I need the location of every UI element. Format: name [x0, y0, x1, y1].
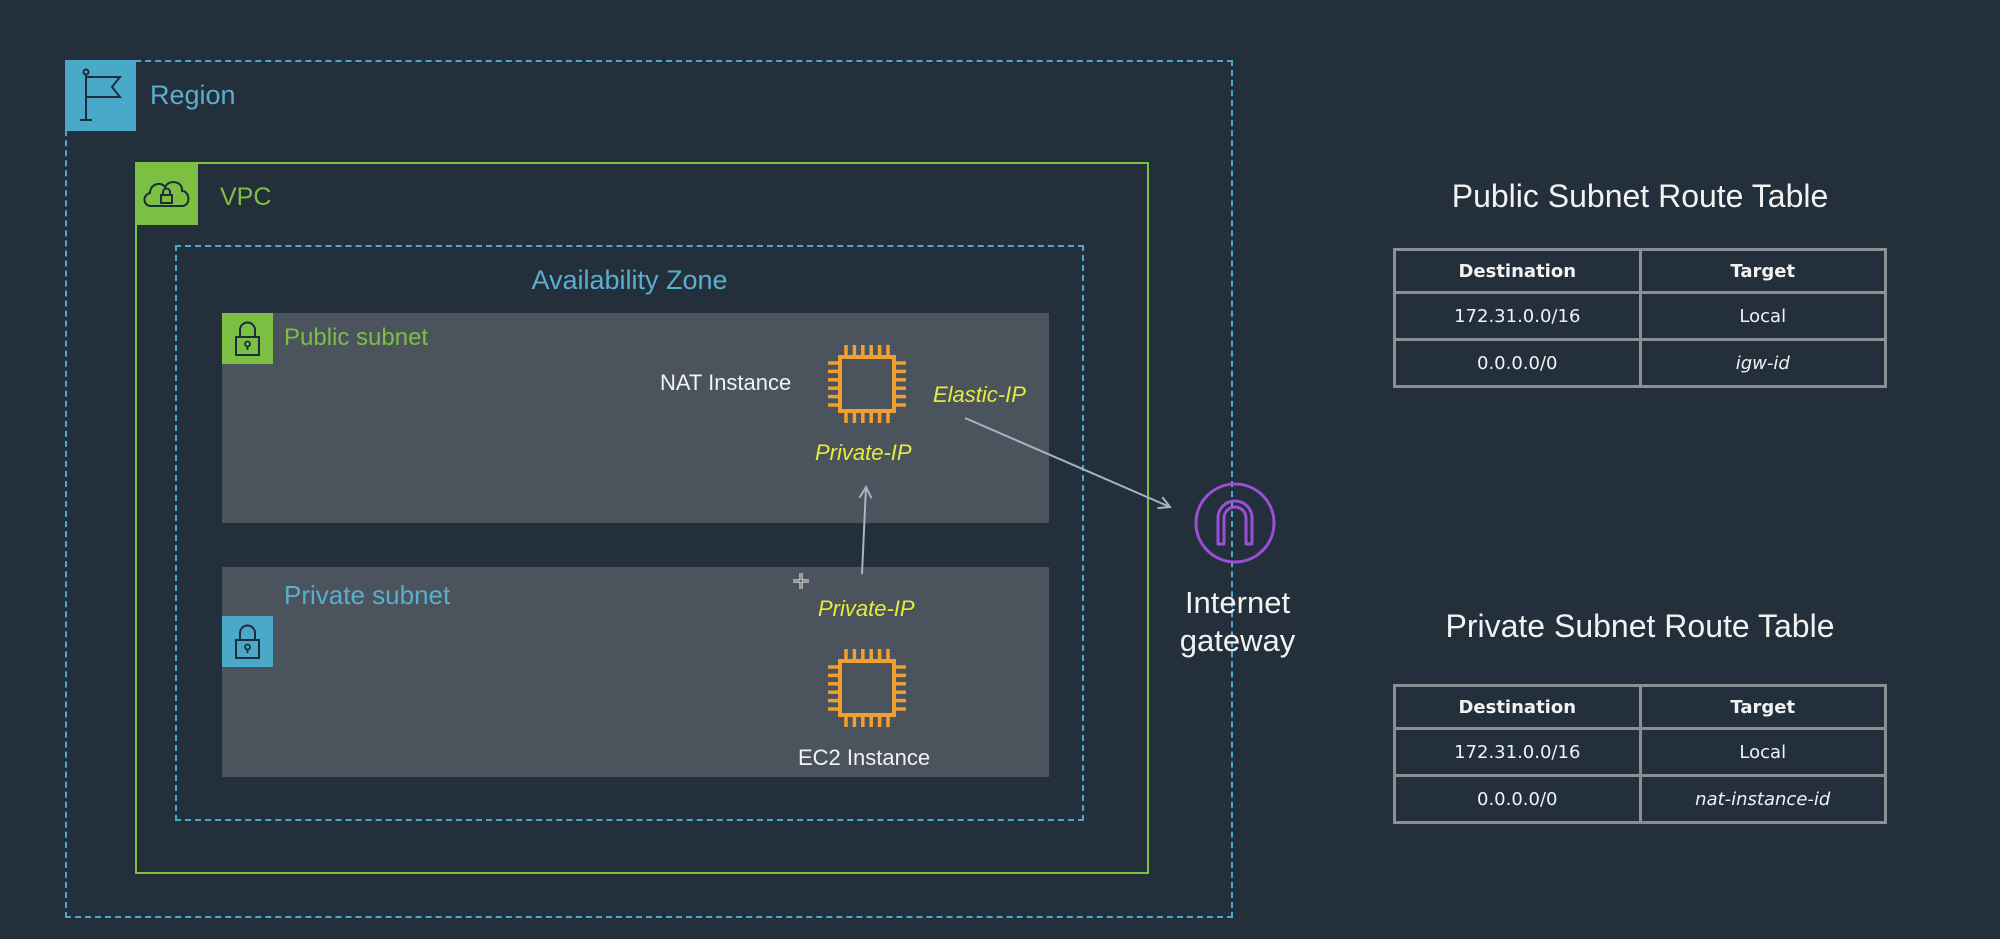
public-subnet-badge [222, 313, 273, 364]
padlock-icon [235, 624, 260, 659]
region-container [65, 60, 1233, 918]
vpc-badge [135, 162, 198, 225]
target-header: Target [1638, 684, 1887, 730]
table-row: 0.0.0.0/0 igw-id [1393, 338, 1887, 388]
table-row: 0.0.0.0/0 nat-instance-id [1393, 774, 1887, 824]
cloud-lock-icon [143, 181, 190, 207]
target-cell: Local [1638, 291, 1887, 341]
target-cell: Local [1638, 727, 1887, 777]
destination-cell: 172.31.0.0/16 [1393, 727, 1642, 777]
destination-header: Destination [1393, 684, 1642, 730]
private-subnet-badge [222, 616, 273, 667]
availability-zone-container [175, 245, 1084, 821]
private-subnet-label: Private subnet [284, 580, 451, 610]
internet-gateway-icon [1194, 482, 1276, 564]
table-header-row: Destination Target [1393, 684, 1887, 730]
nat-instance[interactable] [822, 339, 912, 429]
internet-gateway-label-line2: gateway [1179, 623, 1296, 658]
region-badge [65, 60, 136, 131]
target-header: Target [1638, 248, 1887, 294]
table-header-row: Destination Target [1393, 248, 1887, 294]
public-route-table-title: Public Subnet Route Table [1451, 178, 1829, 214]
public-subnet-label: Public subnet [284, 324, 429, 351]
flag-icon [80, 68, 123, 121]
private-route-table-title: Private Subnet Route Table [1445, 608, 1835, 644]
target-cell: nat-instance-id [1638, 774, 1887, 824]
destination-header: Destination [1393, 248, 1642, 294]
private-subnet [222, 567, 1049, 777]
internet-gateway-label-line1: Internet [1184, 585, 1291, 620]
cpu-chip-icon [828, 649, 906, 727]
ec2-private-ip-label: Private-IP [818, 596, 915, 621]
ec2-instance-label: EC2 Instance [798, 745, 931, 770]
elastic-ip-label: Elastic-IP [933, 382, 1026, 407]
availability-zone-label: Availability Zone [531, 265, 728, 295]
internet-gateway-label: Internet gateway [1150, 584, 1325, 660]
destination-cell: 0.0.0.0/0 [1393, 338, 1642, 388]
table-row: 172.31.0.0/16 Local [1393, 727, 1887, 777]
nat-instance-label: NAT Instance [660, 370, 792, 395]
region-label: Region [150, 80, 236, 110]
public-route-table: Destination Target 172.31.0.0/16 Local 0… [1393, 248, 1887, 388]
crosshair-cursor-icon [793, 573, 809, 589]
private-route-table: Destination Target 172.31.0.0/16 Local 0… [1393, 684, 1887, 824]
vpc-label: VPC [220, 183, 272, 211]
target-cell: igw-id [1638, 338, 1887, 388]
ec2-instance[interactable] [822, 643, 912, 733]
vpc-container [135, 162, 1149, 874]
table-row: 172.31.0.0/16 Local [1393, 291, 1887, 341]
destination-cell: 172.31.0.0/16 [1393, 291, 1642, 341]
cpu-chip-icon [828, 345, 906, 423]
destination-cell: 0.0.0.0/0 [1393, 774, 1642, 824]
padlock-icon [235, 321, 260, 356]
public-subnet [222, 313, 1049, 523]
nat-private-ip-label: Private-IP [815, 440, 912, 465]
internet-gateway[interactable] [1193, 481, 1277, 565]
